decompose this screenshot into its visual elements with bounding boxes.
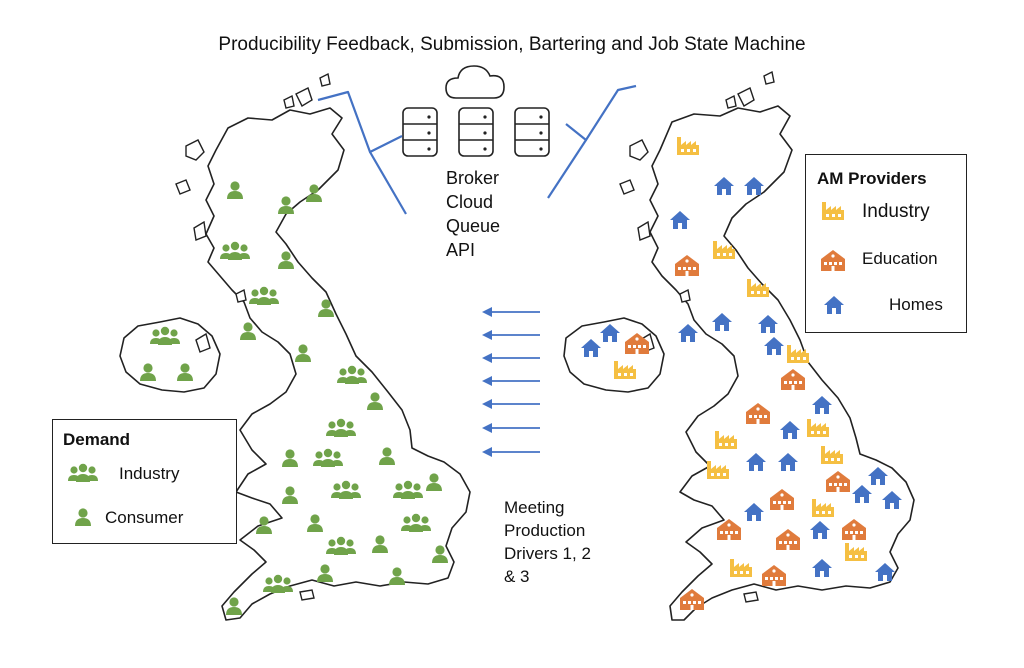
island [185, 139, 205, 161]
island [319, 72, 331, 87]
meeting-line: Meeting [504, 498, 565, 517]
meeting-line: Production [504, 521, 586, 540]
northern-ireland-outline [119, 317, 221, 393]
right-bracket [547, 84, 637, 199]
database-icon [514, 107, 550, 157]
island [763, 70, 775, 85]
flow-arrows [482, 307, 540, 457]
island [283, 94, 295, 109]
island [235, 288, 247, 303]
uk-map-demand [119, 72, 471, 621]
meeting-line: Drivers 1, 2 [504, 544, 591, 563]
factory-icon [822, 202, 844, 220]
arrow-icon [482, 447, 540, 457]
island [193, 220, 207, 241]
island [295, 87, 313, 107]
database-icons [402, 107, 550, 157]
am-homes-label: Homes [889, 295, 943, 314]
island [619, 179, 635, 195]
database-icon [402, 107, 438, 157]
island [637, 220, 651, 241]
demand-legend-title: Demand [63, 430, 131, 449]
island [725, 94, 737, 109]
am-education-label: Education [862, 249, 938, 268]
uk-map-providers [563, 70, 915, 621]
arrow-icon [482, 399, 540, 409]
am-legend-title: AM Providers [817, 169, 927, 188]
left-bracket [317, 90, 407, 215]
arrow-icon [482, 376, 540, 386]
island [629, 139, 649, 161]
broker-line: Broker [446, 168, 500, 188]
island [299, 589, 315, 601]
island [175, 179, 191, 195]
group-icon [68, 463, 98, 482]
am-industry-label: Industry [862, 201, 930, 222]
island [737, 87, 755, 107]
demand-consumer-label: Consumer [105, 508, 184, 527]
am-providers-legend: AM Providers Industry Education Homes [805, 154, 967, 333]
demand-industry-label: Industry [119, 464, 180, 483]
arrow-icon [482, 353, 540, 363]
arrow-icon [482, 423, 540, 433]
cloud-icon [445, 65, 505, 99]
meeting-label: Meeting Production Drivers 1, 2 & 3 [504, 496, 644, 588]
school-icon [821, 250, 845, 271]
island [743, 591, 759, 603]
arrow-icon [482, 307, 540, 317]
broker-line: API [446, 240, 476, 260]
demand-legend: Demand Industry Consumer [52, 419, 237, 544]
broker-line: Queue [446, 216, 501, 236]
person-icon [75, 508, 91, 526]
page-title: Producibility Feedback, Submission, Bart… [218, 34, 806, 55]
broker-line: Cloud [446, 192, 494, 212]
island [679, 288, 691, 303]
island [195, 332, 211, 353]
home-icon [824, 296, 844, 314]
arrow-icon [482, 330, 540, 340]
broker-label: Broker Cloud Queue API [446, 166, 500, 262]
database-icon [458, 107, 494, 157]
meeting-line: & 3 [504, 567, 530, 586]
